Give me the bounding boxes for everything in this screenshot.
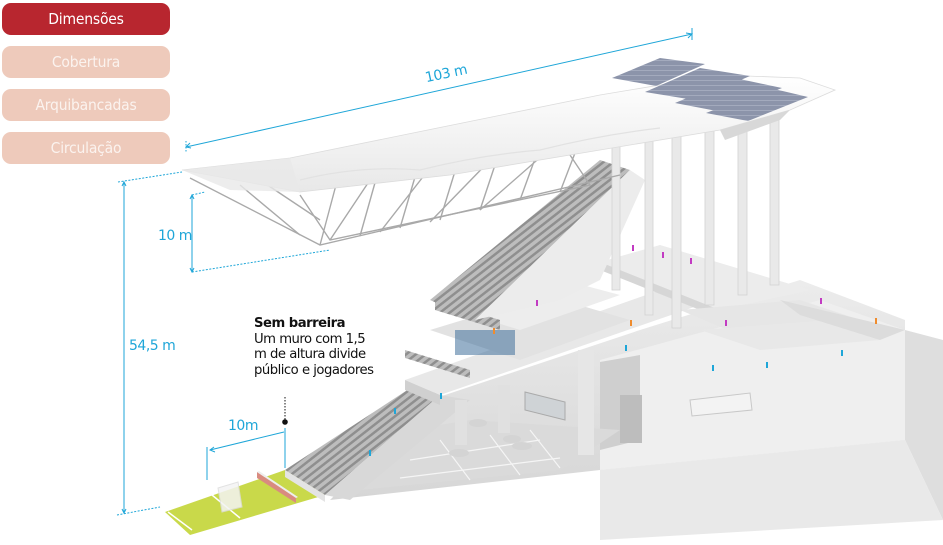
annotation-leader <box>282 397 288 425</box>
car <box>449 449 469 457</box>
car <box>512 442 532 450</box>
dimension-label-roof-depth: 10 m <box>158 228 192 244</box>
annotation-title: Sem barreira <box>254 316 346 331</box>
upper-stand <box>430 160 645 320</box>
tab-arquibancadas[interactable]: Arquibancadas <box>2 89 170 121</box>
annotation-body: Um muro com 1,5 m de altura divide públi… <box>254 331 374 378</box>
bus <box>524 391 566 421</box>
dimension-field-distance <box>206 428 286 480</box>
dimension-label-total-height: 54,5 m <box>129 338 176 354</box>
dimension-total-height <box>116 171 183 516</box>
bus-2 <box>689 392 753 417</box>
goal <box>217 481 243 513</box>
car <box>503 435 521 443</box>
lower-stand <box>285 385 470 502</box>
car <box>469 419 487 427</box>
dimension-lines <box>116 28 694 516</box>
dimension-roof-depth <box>189 191 331 274</box>
section-tabs: Dimensões Cobertura Arquibancadas Circul… <box>2 3 170 175</box>
tab-cobertura[interactable]: Cobertura <box>2 46 170 78</box>
solar-panels <box>612 58 808 121</box>
dimension-roof-length <box>184 28 694 152</box>
barrier-wall <box>257 471 298 503</box>
roof-membrane <box>181 74 837 193</box>
dimension-label-field-distance: 10m <box>228 418 258 434</box>
tab-dimensoes[interactable]: Dimensões <box>2 3 170 35</box>
annotation-sem-barreira: Sem barreira Um muro com 1,5 m de altura… <box>254 316 374 378</box>
people-markers <box>369 245 877 456</box>
tab-circulacao[interactable]: Circulação <box>2 132 170 164</box>
field <box>165 470 325 535</box>
